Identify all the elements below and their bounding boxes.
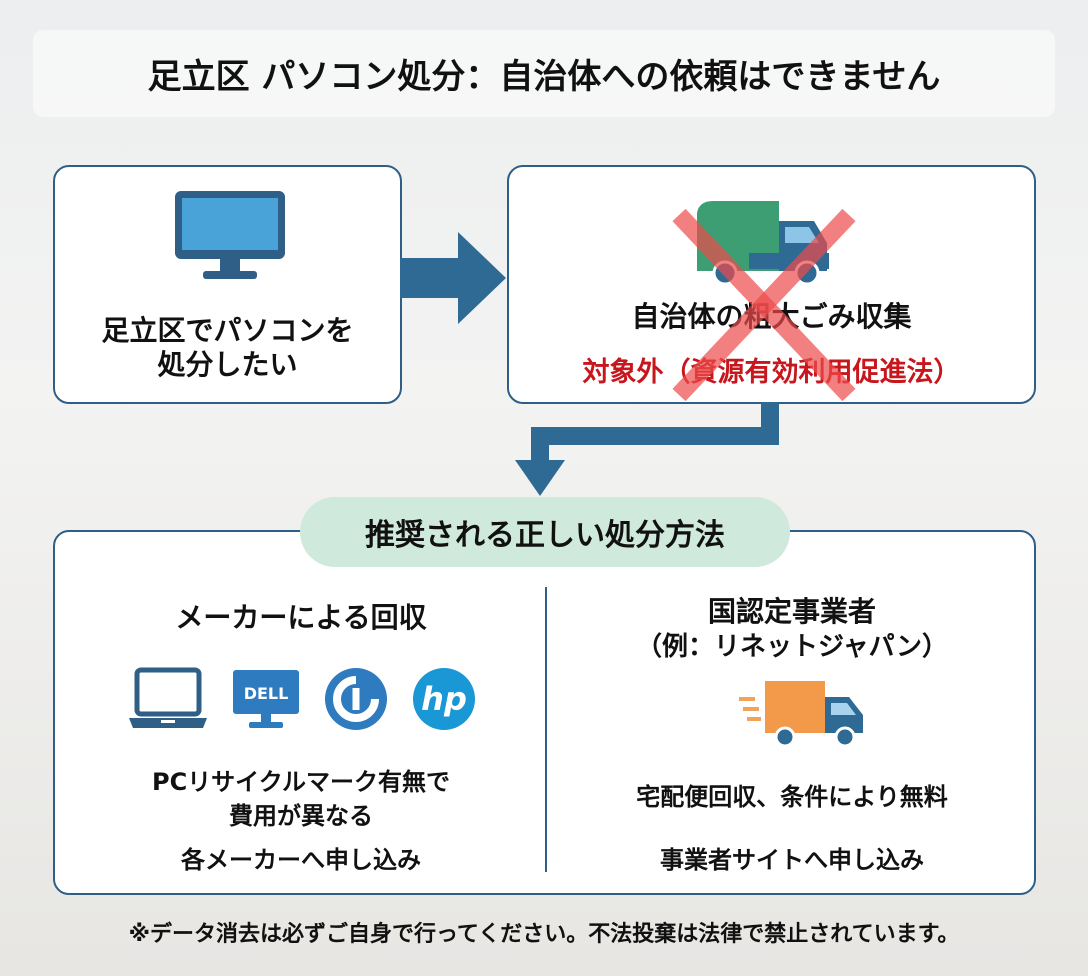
step-box-disposal-wish: 足立区でパソコンを 処分したい — [53, 165, 402, 404]
laptop-icon — [129, 667, 207, 728]
step1-line2: 処分したい — [157, 348, 298, 381]
delivery-truck-icon — [739, 681, 863, 748]
operator-line1: 宅配便回収、条件により無料 — [636, 783, 948, 811]
manufacturer-line1: PCリサイクルマーク有無で — [151, 768, 450, 796]
step-box-municipal-collection: 自治体の粗大ごみ収集 対象外（資源有効利用促進法） — [507, 165, 1036, 404]
manufacturer-heading: メーカーによる回収 — [175, 601, 427, 634]
cross-mark-icon — [672, 208, 856, 402]
monitor-icon — [175, 191, 285, 279]
manufacturer-column: メーカーによる回収 DELL hp PCリサイクルマーク有無で 費用が異なる 各… — [55, 532, 547, 892]
dell-logo: DELL — [233, 670, 299, 728]
operator-line2: 事業者サイトへ申し込み — [660, 846, 924, 874]
footnote: ※データ消去は必ずご自身で行ってください。不法投棄は法律で禁止されています。 — [128, 922, 960, 947]
step1-line1: 足立区でパソコンを — [101, 314, 354, 347]
recommended-methods-box: メーカーによる回収 DELL hp PCリサイクルマーク有無で 費用が異なる 各… — [53, 530, 1036, 895]
operator-example: （例：リネットジャパン） — [635, 632, 948, 662]
certified-operator-column: 国認定事業者 （例：リネットジャパン） 宅配便回収、条件により無料 事業者サイト… — [547, 532, 1037, 892]
manufacturer-line3: 各メーカーへ申し込み — [181, 846, 421, 874]
svg-text:hp: hp — [421, 680, 467, 718]
step2-note: 対象外（資源有効利用促進法） — [582, 357, 961, 388]
hp-logo: hp — [413, 668, 475, 730]
right-arrow-icon — [400, 232, 506, 324]
page-title: 足立区 パソコン処分：自治体への依頼はできません — [33, 30, 1055, 117]
elbow-down-arrow-icon — [515, 402, 779, 496]
manufacturer-line2: 費用が異なる — [229, 802, 373, 830]
column-divider — [545, 587, 547, 872]
section-title-pill: 推奨される正しい処分方法 — [300, 497, 790, 567]
svg-text:DELL: DELL — [244, 684, 289, 703]
circular-brand-logo — [325, 668, 387, 730]
operator-heading: 国認定事業者 — [707, 595, 876, 628]
